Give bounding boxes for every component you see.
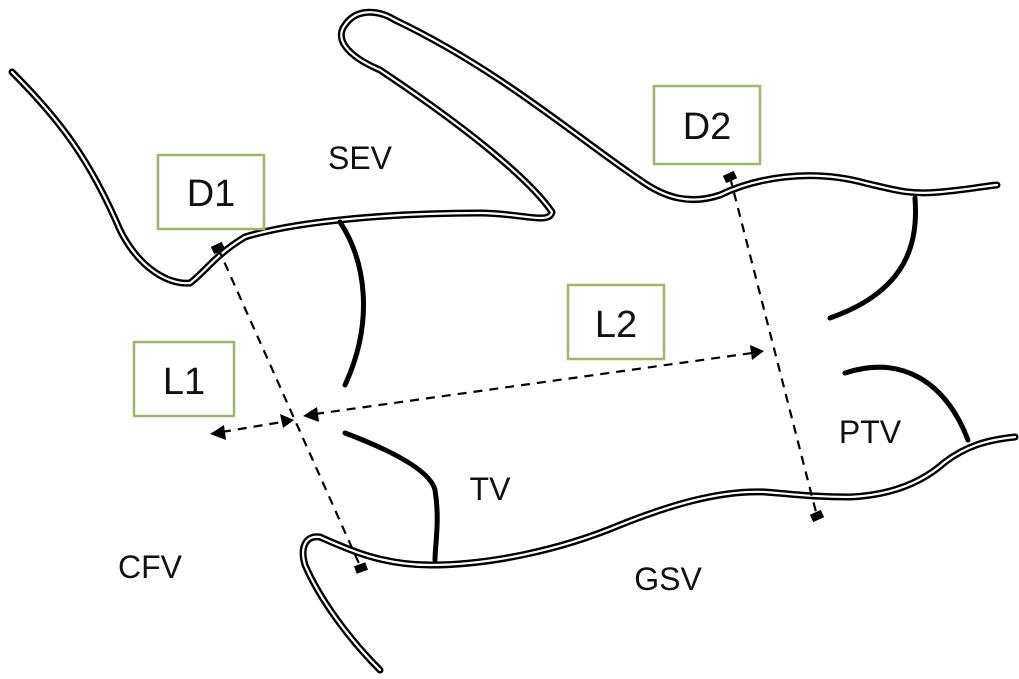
lower-vessel-wall [299,433,1019,674]
l2-label: L2 [595,304,637,346]
l1-label-box: L1 [132,340,236,418]
l2-right-arrowhead [750,345,764,360]
ptv-region-label: PTV [839,414,902,450]
cfv-region-label: CFV [118,549,183,585]
d2-lower-marker [809,509,825,523]
l2-left-arrowhead [303,407,319,422]
d2-diameter-line [728,176,819,517]
d2-label-box: D2 [652,84,762,166]
l2-label-box: L2 [566,283,666,361]
ptv-lower-leaflet [842,364,971,443]
ptv-upper-leaflet [827,195,918,321]
l1-right-arrowhead [280,414,294,428]
tv-region-label: TV [470,471,512,507]
d1-label: D1 [187,173,236,215]
l1-length-line [221,420,283,434]
d1-diameter-line [216,247,363,569]
gsv-region-label: GSV [634,561,702,597]
sev-region-label: SEV [328,140,393,176]
d1-lower-marker [353,562,369,574]
l2-length-line [314,351,753,416]
d2-upper-marker [722,170,738,184]
sev-valve-leaflet [337,219,366,388]
d1-upper-marker [210,241,226,255]
tv-valve-leaflet [342,430,440,563]
upper-vessel-wall [8,8,1001,287]
l1-left-arrowhead [210,425,226,440]
d1-label-box: D1 [156,153,266,231]
l1-label: L1 [163,361,205,403]
d2-label: D2 [683,106,732,148]
